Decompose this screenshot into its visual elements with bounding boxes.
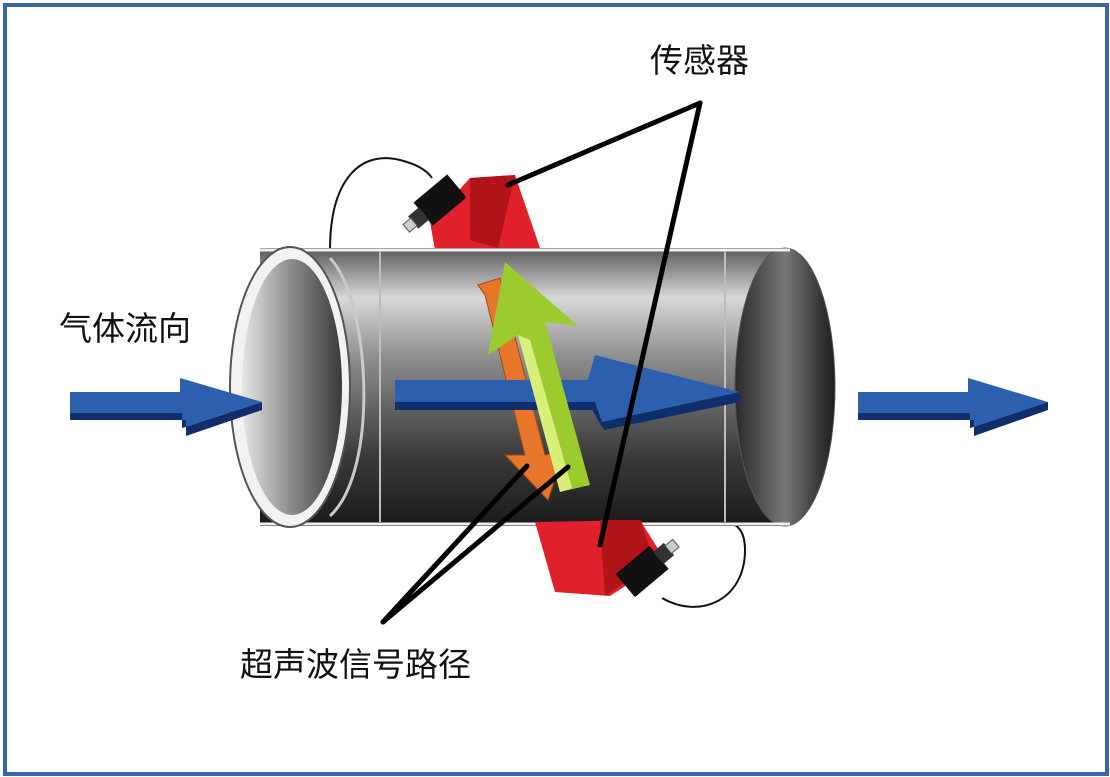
flow-arrow-inner bbox=[395, 355, 740, 430]
cable-bottom bbox=[661, 519, 747, 608]
signal-path-label: 超声波信号路径 bbox=[240, 645, 471, 684]
transducer-top bbox=[402, 174, 540, 250]
cable-top bbox=[329, 157, 433, 251]
transducer-bottom bbox=[535, 520, 680, 598]
sensor-label: 传感器 bbox=[650, 41, 749, 80]
signal-arrow-primary bbox=[488, 262, 590, 492]
flow-direction-label: 气体流向 bbox=[59, 309, 191, 348]
leader-lines-sensor bbox=[505, 100, 703, 548]
flow-arrow-left bbox=[70, 378, 262, 436]
flow-arrow-right bbox=[858, 378, 1048, 436]
leader-lines-signal-path bbox=[380, 463, 571, 625]
